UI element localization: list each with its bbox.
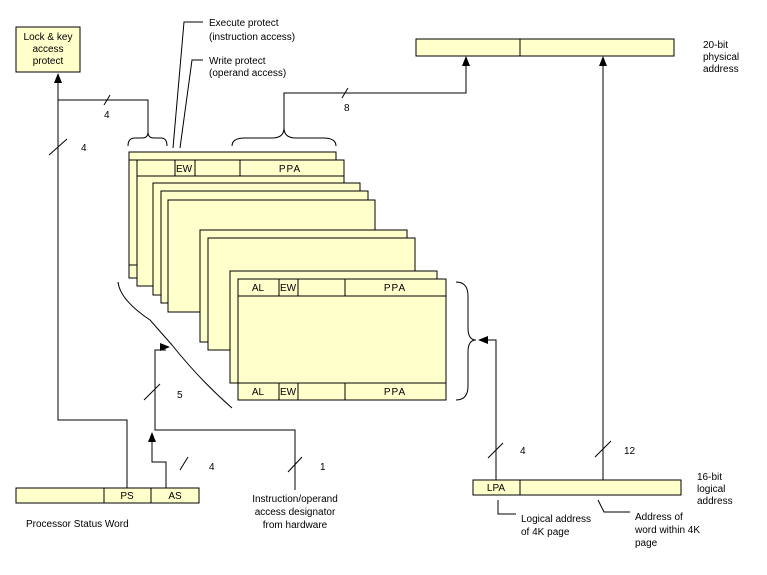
al-bus-width: 4 xyxy=(104,110,110,121)
front-ppa-bottom: PPA xyxy=(384,387,406,398)
logical-address-line2: logical xyxy=(697,484,725,495)
lpa-caption-line1: Logical address xyxy=(521,514,591,525)
ps-bus xyxy=(57,100,128,488)
lpa-caption-line2: of 4K page xyxy=(521,527,570,538)
word-bus-arrowhead xyxy=(599,56,607,66)
logical-address-line1: 16-bit xyxy=(697,472,722,483)
designator-bus-width: 5 xyxy=(177,390,183,401)
ppa-bus xyxy=(283,62,467,128)
logical-address-register: LPA xyxy=(472,479,682,496)
physical-address-register xyxy=(415,38,675,57)
as-bus-arrowhead xyxy=(148,432,156,442)
designator-arrowhead xyxy=(160,343,170,351)
ppa-bus-width: 8 xyxy=(344,103,350,114)
designator-bus xyxy=(154,349,296,490)
lock-key-line2: access xyxy=(32,44,63,55)
word-bus-slash xyxy=(594,440,612,458)
front-al-bottom: AL xyxy=(252,387,265,398)
psw-ps: PS xyxy=(120,491,134,502)
write-protect-line2: (operand access) xyxy=(209,68,286,79)
front-ppa-top: PPA xyxy=(384,283,406,294)
write-protect-line1: Write protect xyxy=(209,56,266,67)
ppa-bus-arrowhead xyxy=(462,56,470,66)
ps-bus-width: 4 xyxy=(81,143,87,154)
ps-bus-slash xyxy=(48,138,68,156)
as-bus-slash xyxy=(179,456,189,471)
word-caption-line2: word within 4K xyxy=(634,525,700,536)
word-caption-leader xyxy=(597,499,630,513)
al-bus xyxy=(57,79,149,132)
al-bus-slash xyxy=(103,94,111,106)
designator-caption-line3: from hardware xyxy=(263,520,328,531)
execute-protect-line2: (instruction access) xyxy=(209,32,295,43)
lock-key-line1: Lock & key xyxy=(24,32,73,43)
word-caption-line3: page xyxy=(635,538,658,549)
designator-input-slash xyxy=(287,456,303,473)
frame2-ew: EW xyxy=(176,164,193,175)
stack-brace xyxy=(117,281,233,409)
front-ew-top: EW xyxy=(280,283,297,294)
execute-protect-line1: Execute protect xyxy=(209,18,279,29)
front-ew-bottom: EW xyxy=(280,387,297,398)
physical-address-line3: address xyxy=(703,64,739,75)
frame2-ppa: PPA xyxy=(279,164,301,175)
word-bus-width: 12 xyxy=(624,446,636,457)
lpa-label: LPA xyxy=(487,483,505,494)
designator-width: 1 xyxy=(320,462,326,473)
psw-caption: Processor Status Word xyxy=(26,519,129,530)
lock-key-box: Lock & key access protect xyxy=(15,26,81,73)
front-al-top: AL xyxy=(252,283,265,294)
physical-address-line1: 20-bit xyxy=(703,40,728,51)
write-protect-leader xyxy=(179,59,203,149)
physical-address-line2: physical xyxy=(703,52,739,63)
ppa-brace xyxy=(231,127,337,147)
execute-protect-leader xyxy=(172,21,203,149)
word-caption-line1: Address of xyxy=(635,512,683,523)
lpa-bus-arrowhead xyxy=(478,336,488,344)
lpa-bus-width: 4 xyxy=(520,446,526,457)
al-bus-arrowhead xyxy=(54,73,62,83)
logical-address-line3: address xyxy=(697,496,733,507)
page-table-stack: AL AL EW PPA AL EW PPA AL EW PPA xyxy=(128,151,447,401)
lpa-bus xyxy=(488,339,497,480)
designator-slash xyxy=(143,383,161,401)
ppa-bus-slash xyxy=(341,87,349,99)
front-frame-brace xyxy=(455,281,477,401)
psw-as: AS xyxy=(168,491,182,502)
lpa-caption-leader xyxy=(497,500,516,515)
processor-status-word: PS AS xyxy=(15,487,200,504)
al-brace xyxy=(127,131,168,147)
lpa-bus-slash xyxy=(487,442,504,459)
designator-caption-line1: Instruction/operand xyxy=(252,494,338,505)
lock-key-line3: protect xyxy=(33,56,64,67)
as-bus-width: 4 xyxy=(209,462,215,473)
as-bus xyxy=(151,440,167,488)
designator-caption-line2: access designator xyxy=(255,507,336,518)
